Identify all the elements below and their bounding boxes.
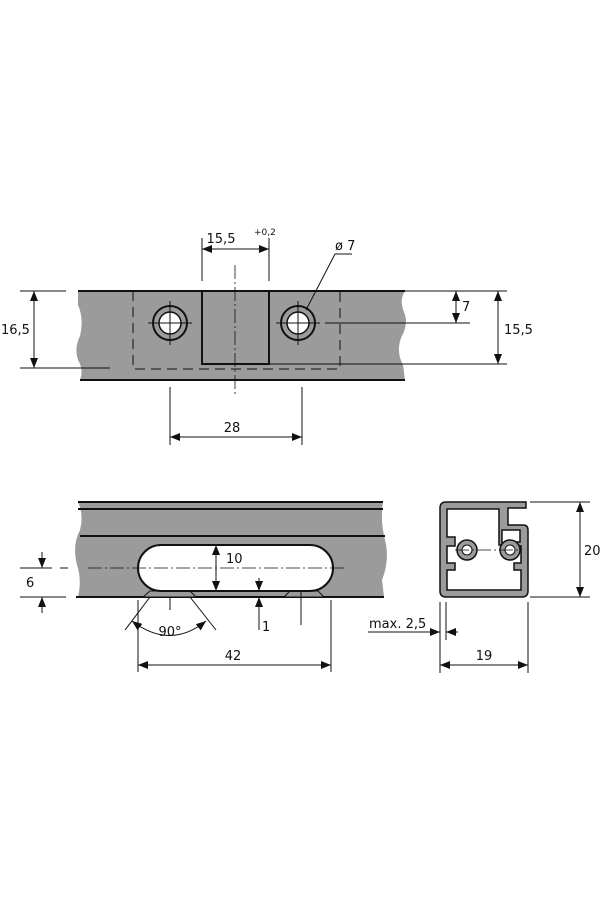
dim-wall-step: 1 (262, 620, 270, 635)
top-view: 15,5 +0,2 ø 7 16,5 7 15,5 28 (1, 228, 533, 445)
hole-right (276, 301, 470, 345)
dim-slot-width: 15,5 (207, 232, 236, 247)
dim-height-left: 16,5 (1, 323, 30, 338)
dim-hole-spacing: 28 (224, 421, 241, 436)
dim-slot-length: 42 (225, 649, 242, 664)
dim-profile-height: 20 (584, 544, 600, 559)
hole-left (148, 301, 192, 345)
dim-hole-diameter: ø 7 (335, 239, 355, 254)
profile-view: 20 19 max. 2,5 (368, 501, 600, 673)
dim-height-right: 15,5 (504, 323, 533, 338)
dim-hole-offset: 7 (462, 300, 470, 315)
dim-center-offset: 6 (26, 576, 34, 591)
bottom-view: 6 10 1 90° 42 (20, 501, 387, 672)
dim-slot-tolerance: +0,2 (254, 228, 276, 238)
dim-slot-height: 10 (226, 552, 243, 567)
dim-chamfer-angle: 90° (158, 625, 181, 640)
slot (201, 290, 270, 365)
dim-max-wall: max. 2,5 (369, 617, 426, 632)
dim-profile-width: 19 (476, 649, 493, 664)
profile-section (439, 501, 529, 598)
